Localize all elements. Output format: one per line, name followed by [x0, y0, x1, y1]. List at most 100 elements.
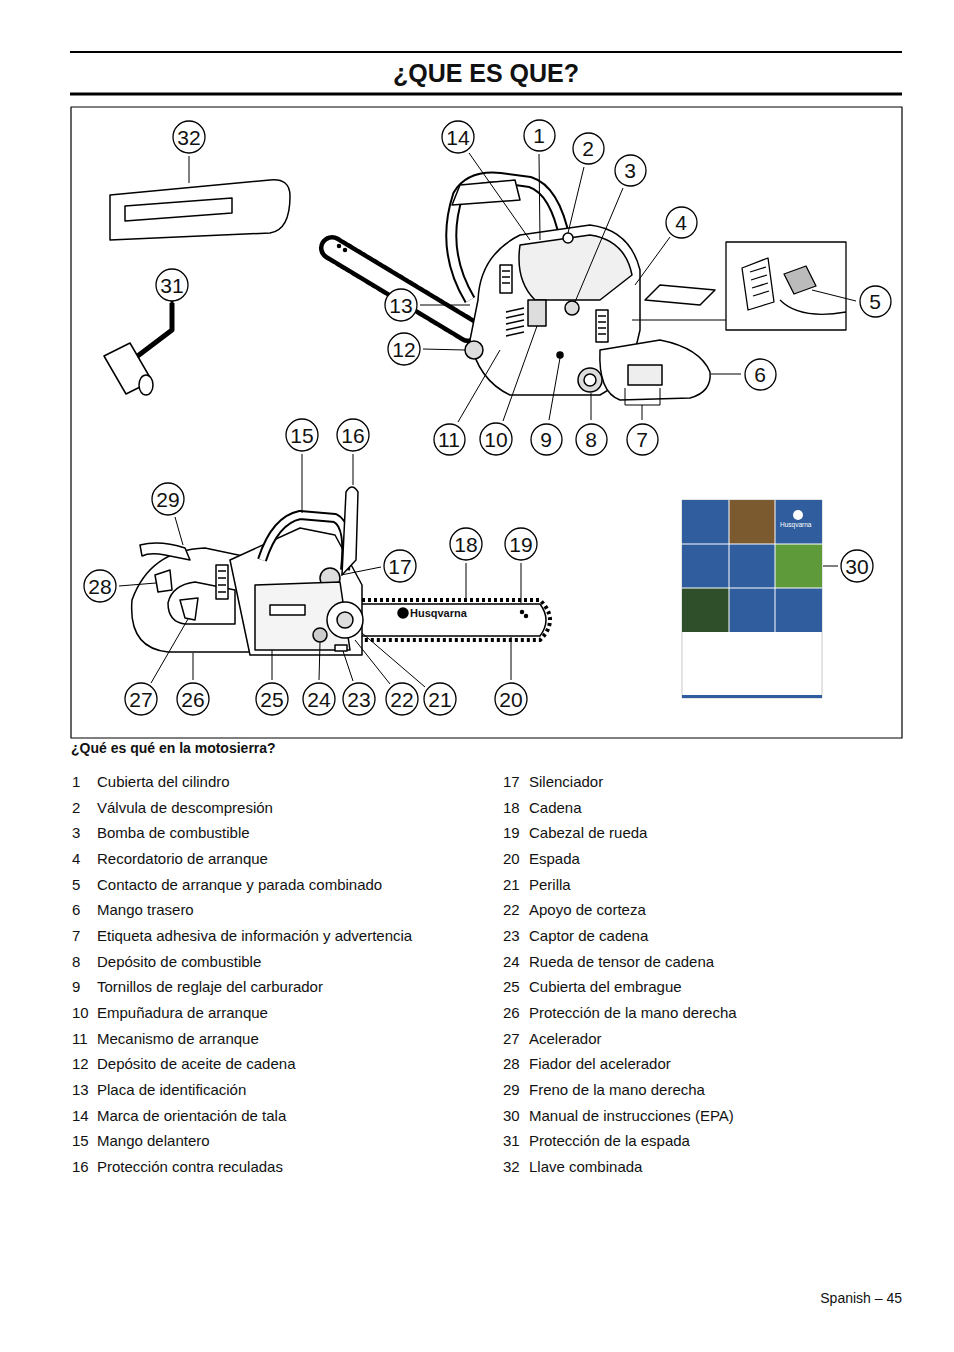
- part-name: Cabezal de rueda: [529, 824, 647, 842]
- callout-number: 20: [494, 682, 528, 716]
- part-name: Manual de instrucciones (EPA): [529, 1107, 734, 1125]
- list-number: 23: [503, 927, 520, 945]
- circle-outline: [495, 683, 527, 715]
- leader-lines: [458, 350, 500, 422]
- figure-frame: [71, 107, 902, 738]
- circle-outline: [524, 120, 555, 151]
- list-number: 8: [72, 953, 80, 971]
- part-name: Placa de identificación: [97, 1081, 246, 1099]
- leader-lines: [341, 567, 381, 575]
- leader-lines: [175, 517, 183, 545]
- circle-outline: [576, 424, 607, 455]
- circle-outline: [841, 550, 873, 582]
- list-number: 14: [72, 1107, 89, 1125]
- callout-number: 3: [614, 154, 647, 187]
- wrench-drawing: [135, 303, 172, 358]
- callout-circle: 26: [176, 682, 210, 716]
- circle-outline: [286, 419, 318, 451]
- callout-number: 5: [859, 285, 892, 318]
- chainsaw-top-view: [528, 300, 546, 326]
- chainsaw-side-view: [218, 577, 226, 579]
- callout-circle: 2: [572, 132, 605, 165]
- callout-number: 19: [504, 527, 538, 561]
- callout-circle: 27: [124, 682, 158, 716]
- leader-lines: [549, 358, 560, 420]
- callout-circle: 20: [494, 682, 528, 716]
- callout-circle: 10: [479, 422, 513, 456]
- list-number: 2: [72, 799, 80, 817]
- callout-circle: 13: [384, 288, 418, 322]
- manual-cover: [682, 544, 822, 545]
- part-name: Llave combinada: [529, 1158, 642, 1176]
- part-name: Protección de la espada: [529, 1132, 690, 1150]
- chainsaw-top-view: [598, 327, 606, 329]
- list-number: 27: [503, 1030, 520, 1048]
- chainsaw-side-view: [262, 515, 346, 570]
- callout-number: 7: [626, 423, 659, 456]
- chainsaw-top-view: [600, 340, 710, 400]
- manual-cover: [729, 500, 730, 632]
- chainsaw-top-view: [557, 352, 563, 358]
- list-number: 30: [503, 1107, 520, 1125]
- chainsaw-top-view: [344, 249, 347, 252]
- list-number: 32: [503, 1158, 520, 1176]
- circle-outline: [442, 121, 474, 153]
- chainsaw-top-view: [332, 178, 715, 400]
- callout-number: 13: [384, 288, 418, 322]
- chainsaw-top-view: [584, 374, 596, 386]
- chainsaw-side-view: [335, 645, 347, 651]
- callout-circle: 30: [840, 549, 874, 583]
- chainsaw-side-view: [342, 487, 358, 575]
- circle-outline: [573, 133, 604, 164]
- switch-inset: [742, 258, 774, 310]
- list-number: 22: [503, 901, 520, 919]
- leader-lines: [812, 290, 856, 301]
- callout-circle: 25: [255, 682, 289, 716]
- part-name: Tornillos de reglaje del carburador: [97, 978, 323, 996]
- circle-outline: [531, 424, 562, 455]
- callout-number: 28: [83, 569, 117, 603]
- leader-lines: [119, 153, 856, 687]
- bar-guard-drawing: [110, 180, 290, 240]
- list-number: 5: [72, 876, 80, 894]
- part-name: Acelerador: [529, 1030, 602, 1048]
- wrench-drawing: [139, 375, 153, 395]
- circle-outline: [84, 570, 116, 602]
- list-number: 9: [72, 978, 80, 996]
- part-name: Etiqueta adhesiva de información y adver…: [97, 927, 412, 945]
- chainsaw-top-view: [502, 282, 510, 284]
- list-number: 10: [72, 1004, 89, 1022]
- leader-lines: [568, 167, 584, 233]
- header-rule: [70, 51, 902, 53]
- chainsaw-top-view: [338, 245, 341, 248]
- chainsaw-side-view: [262, 515, 346, 570]
- circle-outline: [745, 359, 776, 390]
- part-name: Freno de la mano derecha: [529, 1081, 705, 1099]
- list-number: 24: [503, 953, 520, 971]
- list-number: 11: [72, 1030, 88, 1048]
- wrench-drawing: [104, 296, 172, 395]
- leader-lines: [119, 583, 156, 586]
- part-name: Cubierta del cilindro: [97, 773, 230, 791]
- callout-number: 22: [385, 682, 419, 716]
- chainsaw-side-view: [180, 598, 198, 620]
- part-name: Depósito de combustible: [97, 953, 261, 971]
- switch-inset: [753, 291, 769, 296]
- callout-circle: 8: [575, 423, 608, 456]
- manual-cover: [682, 500, 822, 632]
- chainsaw-top-view: [563, 233, 573, 243]
- leader-lines: [625, 388, 660, 420]
- callout-number: 1: [523, 119, 556, 152]
- chainsaw-top-view: [332, 248, 468, 330]
- list-number: 20: [503, 850, 520, 868]
- part-name: Contacto de arranque y parada combinado: [97, 876, 382, 894]
- callout-number: 29: [151, 482, 185, 516]
- callout-circle: 1: [523, 119, 556, 152]
- callout-number: 26: [176, 682, 210, 716]
- leader-lines: [469, 153, 530, 240]
- callout-number: 12: [387, 332, 421, 366]
- switch-inset: [780, 300, 846, 314]
- circle-outline: [384, 550, 416, 582]
- leader-lines: [423, 349, 465, 350]
- circle-outline: [125, 683, 157, 715]
